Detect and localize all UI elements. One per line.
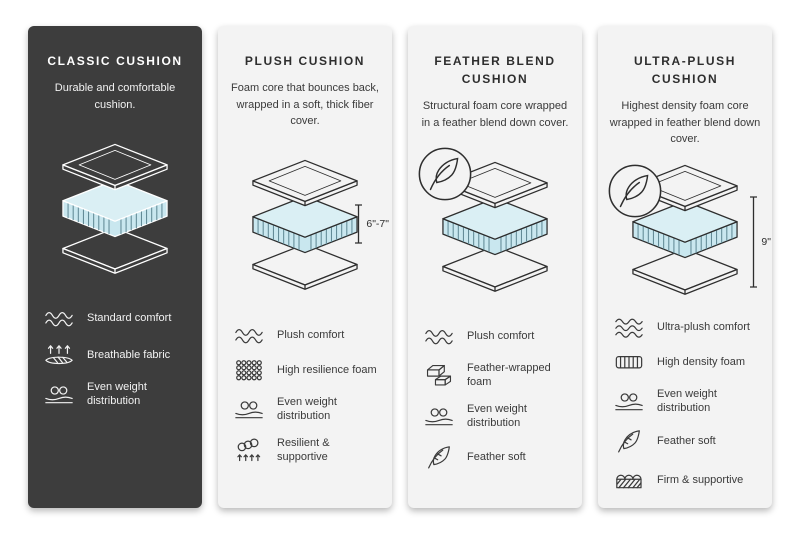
cushion-diagram — [408, 143, 582, 311]
cushion-diagram: 6"-7" — [218, 142, 392, 310]
wave-icon — [235, 328, 263, 343]
resilience-foam-icon — [236, 360, 262, 381]
card-title: FEATHER BLEND CUSHION — [434, 54, 556, 86]
feature-item: Plush comfort — [233, 324, 377, 347]
card-ultra-plush-cushion: ULTRA-PLUSH CUSHION Highest density foam… — [598, 26, 772, 508]
feature-item: High density foam — [613, 351, 757, 374]
feature-item: High resilience foam — [233, 359, 377, 382]
dimension-label: 6"-7" — [366, 217, 389, 230]
firm-icon — [616, 474, 642, 488]
feature-item: Firm & supportive — [613, 468, 757, 492]
feature-list: Ultra-plush comfort High density foam Ev… — [598, 316, 772, 492]
density-foam-icon — [615, 356, 643, 369]
feature-item: Even weight distribution — [613, 387, 757, 416]
dimension-label: 9" — [761, 235, 771, 248]
wave-icon — [425, 330, 453, 345]
feature-item: Even weight distribution — [43, 380, 187, 409]
spring-icon — [237, 438, 261, 462]
cushion-diagram — [28, 125, 202, 293]
feature-label: Feather-wrapped foam — [467, 361, 551, 388]
cushion-layers-diagram — [62, 143, 168, 274]
feather-icon — [428, 445, 450, 469]
feature-label: Ultra-plush comfort — [657, 320, 750, 333]
card-classic-cushion: CLASSIC CUSHION Durable and comfortable … — [28, 26, 202, 508]
feature-label: Even weight distribution — [657, 387, 717, 415]
feature-label: Plush comfort — [277, 328, 345, 341]
card-description: Highest density foam core wrapped in fea… — [609, 100, 761, 145]
cushion-diagram: 9" — [598, 160, 772, 302]
cushion-layers-diagram — [252, 160, 358, 291]
feature-label: Even weight distribution — [277, 395, 337, 422]
feature-label: Feather soft — [657, 435, 716, 448]
height-dimension: 6"-7" — [354, 203, 389, 244]
feature-list: Plush comfort High resilience foam Even … — [218, 324, 392, 465]
feature-item: Even weight distribution — [233, 395, 377, 424]
feature-list: Plush comfort Feather-wrapped foam Even … — [408, 325, 582, 470]
feature-item: Breathable fabric — [43, 343, 187, 367]
feather-badge-icon — [608, 164, 662, 217]
card-title: PLUSH CUSHION — [244, 54, 366, 68]
card-plush-cushion: PLUSH CUSHION Foam core that bounces bac… — [218, 26, 392, 508]
even-weight-icon — [615, 393, 643, 411]
card-title: ULTRA-PLUSH CUSHION — [633, 54, 737, 86]
ultra-wave-icon — [615, 318, 643, 338]
feature-list: Standard comfort Breathable fabric Even … — [28, 307, 202, 408]
feature-item: Ultra-plush comfort — [613, 316, 757, 339]
dimension-bracket-icon — [750, 195, 758, 288]
feature-label: Breathable fabric — [87, 348, 171, 361]
feature-item: Plush comfort — [423, 325, 567, 348]
feature-item: Feather soft — [613, 428, 757, 454]
feature-item: Resilient & supportive — [233, 436, 377, 465]
card-description: Durable and comfortable cushion. — [54, 82, 176, 111]
wave-icon — [45, 312, 73, 327]
brick-icon — [426, 365, 452, 386]
feature-item: Even weight distribution — [423, 402, 567, 431]
even-weight-icon — [425, 408, 453, 426]
feature-label: Even weight distribution — [87, 380, 147, 408]
feather-badge-icon — [418, 147, 472, 201]
feature-label: Resilient & supportive — [277, 437, 330, 464]
even-weight-icon — [235, 400, 263, 418]
feature-label: Even weight distribution — [467, 403, 527, 430]
card-description: Structural foam core wrapped in a feathe… — [421, 100, 569, 129]
feature-label: Standard comfort — [87, 312, 172, 325]
card-feather-blend-cushion: FEATHER BLEND CUSHION Structural foam co… — [408, 26, 582, 508]
feature-label: Plush comfort — [467, 330, 535, 343]
feature-label: Firm & supportive — [657, 473, 744, 486]
feature-item: Feather-wrapped foam — [423, 361, 567, 390]
height-dimension: 9" — [749, 195, 771, 288]
card-title: CLASSIC CUSHION — [47, 54, 183, 68]
feather-icon — [618, 430, 640, 453]
even-weight-icon — [45, 386, 73, 404]
feature-item: Feather soft — [423, 444, 567, 470]
feature-label: High density foam — [657, 356, 746, 369]
feature-label: Feather soft — [467, 450, 526, 463]
feature-label: High resilience foam — [277, 364, 377, 377]
cushion-layers-diagram — [442, 161, 548, 292]
feature-item: Standard comfort — [43, 307, 187, 330]
breathable-icon — [45, 344, 73, 364]
card-description: Foam core that bounces back, wrapped in … — [231, 82, 379, 127]
dimension-bracket-icon — [355, 203, 363, 244]
